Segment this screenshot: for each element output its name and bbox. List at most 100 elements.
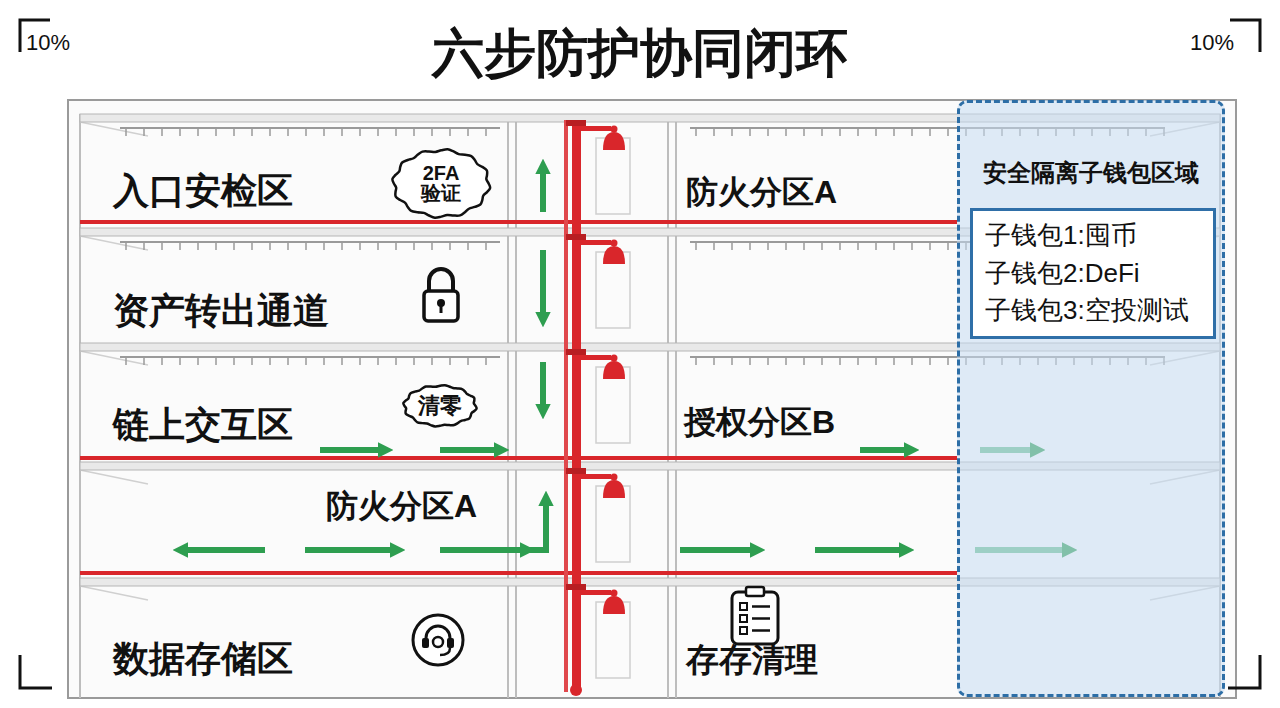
- sprinkler-tick: [413, 357, 415, 365]
- zone-label: 数据存储区: [113, 638, 293, 679]
- red-pipe: [572, 120, 581, 692]
- flow-arrow: [305, 547, 396, 553]
- doc-clip: [746, 587, 764, 596]
- wallet-item: 子钱包1:囤币: [985, 217, 1201, 255]
- sprinkler-tick: [341, 242, 343, 250]
- flow-arrow: [815, 547, 905, 553]
- zone-label: 链上交互区: [113, 404, 293, 445]
- sprinkler-tick: [875, 242, 877, 250]
- fire-line: [80, 220, 957, 224]
- wall-line: [79, 114, 81, 698]
- sprinkler-tick: [839, 242, 841, 250]
- wall-line: [667, 114, 669, 698]
- sprinkler-tick: [695, 357, 697, 365]
- sprinkler-tick: [695, 128, 697, 136]
- flow-arrow: [320, 447, 384, 453]
- sprinkler-tick: [695, 242, 697, 250]
- sprinkler-tick: [431, 242, 433, 250]
- sprinkler-tick: [269, 357, 271, 365]
- bell-knob: [611, 590, 618, 597]
- sprinkler-tick: [821, 357, 823, 365]
- data-icon-mic: [440, 648, 450, 655]
- sprinkler-tick: [713, 357, 715, 365]
- doc-line: [752, 629, 770, 632]
- corner-percent: 10%: [26, 30, 70, 55]
- sprinkler-tick: [875, 357, 877, 365]
- wall-line: [507, 114, 509, 698]
- sprinkler-tick: [803, 242, 805, 250]
- pipe-coupling: [566, 349, 586, 355]
- region-heading: 安全隔离子钱包区域: [960, 159, 1222, 188]
- sprinkler-tick: [125, 242, 127, 250]
- sprinkler-tick: [731, 128, 733, 136]
- sprinkler-tick: [323, 128, 325, 136]
- pipe-coupling: [566, 584, 586, 590]
- bell-knob: [611, 240, 618, 247]
- sprinkler-tick: [929, 357, 931, 365]
- sprinkler-tick: [323, 357, 325, 365]
- sprinkler-tick: [125, 128, 127, 136]
- badge-text: 清零: [418, 395, 462, 417]
- corner-bracket: [1228, 655, 1260, 688]
- sprinkler-tick: [215, 242, 217, 250]
- sprinkler-tick: [197, 242, 199, 250]
- sprinkler-tick: [431, 357, 433, 365]
- sprinkler-tick: [767, 242, 769, 250]
- sprinkler-tick: [929, 128, 931, 136]
- doc-checkbox: [740, 615, 747, 622]
- sprinkler-tick: [269, 128, 271, 136]
- sprinkler-tick: [929, 242, 931, 250]
- sprinkler-tick: [143, 242, 145, 250]
- sprinkler-tick: [161, 357, 163, 365]
- alarm-bell: [603, 246, 625, 264]
- flow-arrow: [680, 547, 756, 553]
- sprinkler-tick: [911, 357, 913, 365]
- sprinkler-tick: [485, 242, 487, 250]
- lock-shackle: [429, 269, 453, 292]
- sprinkler-tick: [395, 357, 397, 365]
- sprinkler-tick: [323, 242, 325, 250]
- sprinkler-tick: [467, 242, 469, 250]
- sprinkler-tick: [269, 242, 271, 250]
- zone-label: 资产转出通道: [113, 290, 329, 331]
- doc-checkbox: [740, 603, 747, 610]
- sprinkler-tick: [377, 357, 379, 365]
- doc-line: [752, 617, 770, 620]
- sprinkler-tick: [749, 128, 751, 136]
- sprinkler-tick: [395, 128, 397, 136]
- pipe-coupling: [566, 120, 586, 126]
- data-icon-core: [433, 637, 443, 647]
- sprinkler-tick: [839, 357, 841, 365]
- sprinkler-tick: [251, 357, 253, 365]
- badge-text: 2FA 验证: [411, 163, 471, 204]
- bell-knob: [611, 126, 618, 133]
- sprinkler-tick: [893, 242, 895, 250]
- sprinkler-tick: [449, 357, 451, 365]
- sprinkler-tick: [767, 357, 769, 365]
- flow-arrow: [540, 168, 546, 212]
- sprinkler-tick: [251, 242, 253, 250]
- flow-arrow: [540, 250, 546, 318]
- sprinkler-tick: [287, 357, 289, 365]
- flow-arrow: [518, 500, 546, 550]
- sprinkler-tick: [821, 128, 823, 136]
- sprinkler-tick: [713, 242, 715, 250]
- data-icon-headset: [426, 626, 450, 644]
- ceiling-rail: [120, 127, 500, 129]
- sprinkler-tick: [911, 242, 913, 250]
- sprinkler-tick: [785, 242, 787, 250]
- zone-label: 存存清理: [686, 641, 818, 679]
- pipe-coupling: [566, 468, 586, 474]
- sprinkler-tick: [395, 242, 397, 250]
- sprinkler-tick: [287, 242, 289, 250]
- sprinkler-tick: [449, 242, 451, 250]
- pipe-branch: [581, 590, 611, 595]
- alarm-bell: [603, 361, 625, 379]
- wall-line: [515, 114, 517, 698]
- sprinkler-tick: [485, 128, 487, 136]
- sprinkler-tick: [839, 128, 841, 136]
- sprinkler-tick: [305, 242, 307, 250]
- red-pipe: [564, 120, 568, 692]
- sprinkler-tick: [377, 128, 379, 136]
- zone-label: 防火分区A: [326, 488, 477, 525]
